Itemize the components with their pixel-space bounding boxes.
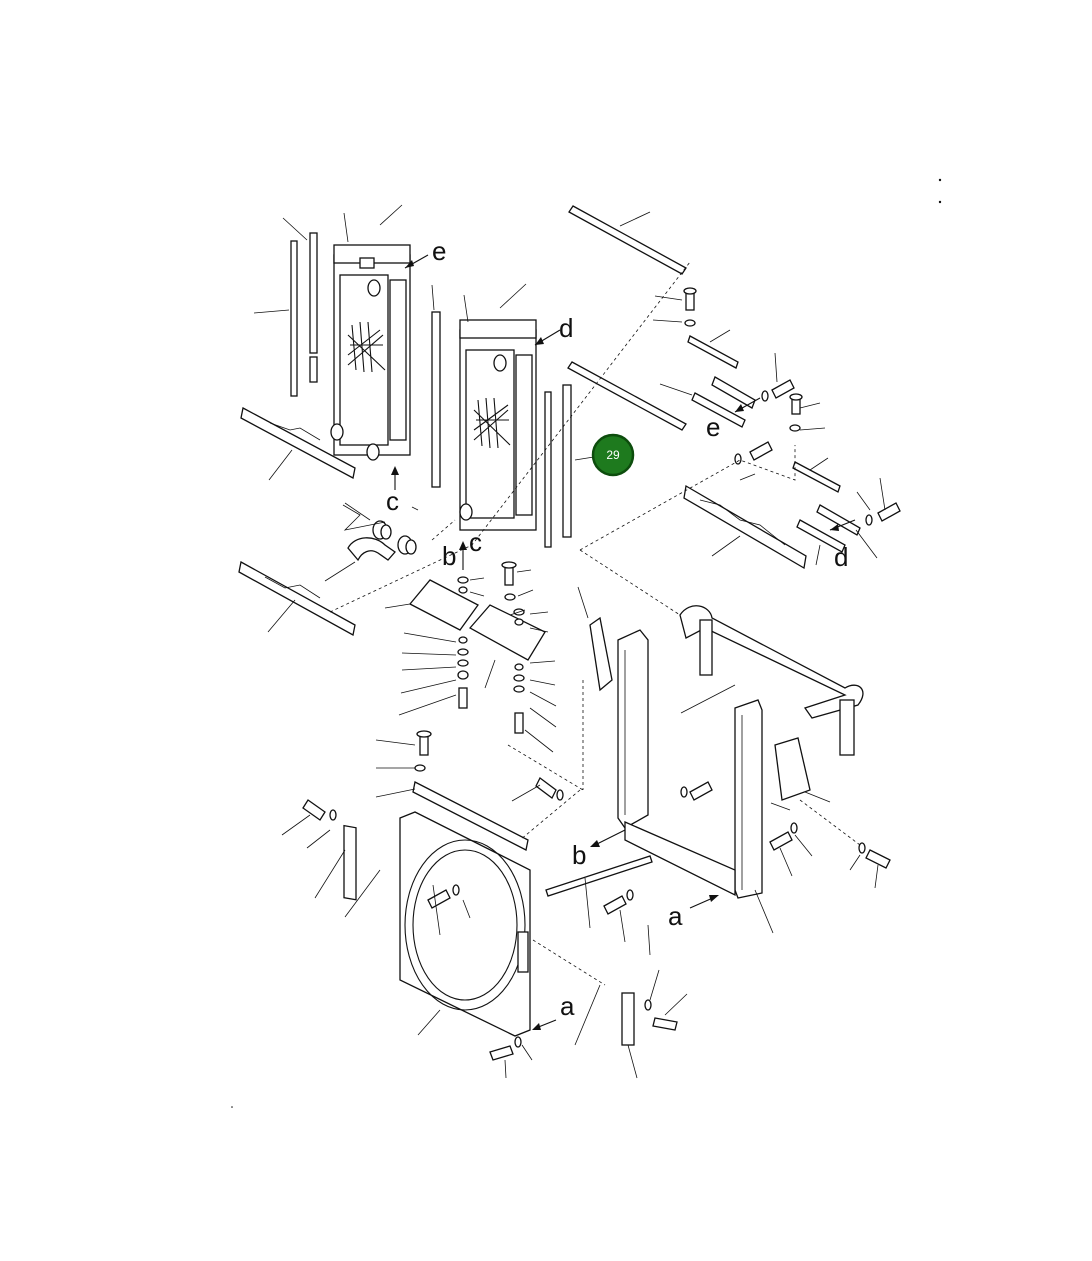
reference-arrows (391, 254, 856, 1030)
ref-letter-a-lower: a (668, 901, 683, 931)
shroud-side-plates (343, 824, 635, 1046)
left-lower-mount-bar (240, 407, 356, 479)
center-radiator (459, 319, 537, 531)
ref-letter-d-right: d (834, 542, 848, 572)
frame-cross-member (624, 821, 736, 897)
leader-lines (253, 204, 886, 1079)
center-radiator-side-bars (544, 384, 572, 548)
hose-and-clamps (347, 520, 417, 562)
ref-letter-b-lower: b (572, 840, 586, 870)
frame-right-post (734, 699, 763, 899)
ref-letter-e-top: e (432, 236, 446, 266)
shroud-top-bracket (412, 781, 529, 851)
ref-letter-c-left: c (386, 486, 399, 516)
bolts-lower (302, 777, 891, 1061)
part-callout-29[interactable]: 29 (591, 433, 635, 477)
frame-left-post (589, 616, 649, 829)
corner-marks (231, 178, 942, 1108)
right-upper-brackets (687, 335, 861, 553)
fan-shroud (399, 811, 531, 1037)
center-stacked-fasteners (414, 561, 525, 772)
left-radiator (330, 244, 411, 461)
charge-air-pipe (679, 605, 864, 756)
center-mount-plates (408, 579, 546, 661)
part-callout-number: 29 (606, 448, 620, 462)
ref-letter-d-top: d (559, 313, 573, 343)
ref-letter-c-mid: c (469, 527, 482, 557)
ref-letter-b-mid: b (442, 541, 456, 571)
right-long-bracket (683, 484, 807, 570)
left-radiator-side-bars (290, 232, 441, 488)
reference-letters: e d e c c b d b a a (386, 236, 848, 1021)
tie-rod (545, 855, 653, 897)
top-diagonal-bar (568, 205, 687, 275)
frame-triangle-bracket (774, 737, 811, 801)
left-bottom-mount-bar (238, 561, 356, 636)
middle-diagonal-bar (567, 361, 687, 431)
ref-letter-a-bottom: a (560, 991, 575, 1021)
bolts-right-upper (683, 287, 901, 526)
ref-letter-e-right: e (706, 412, 720, 442)
